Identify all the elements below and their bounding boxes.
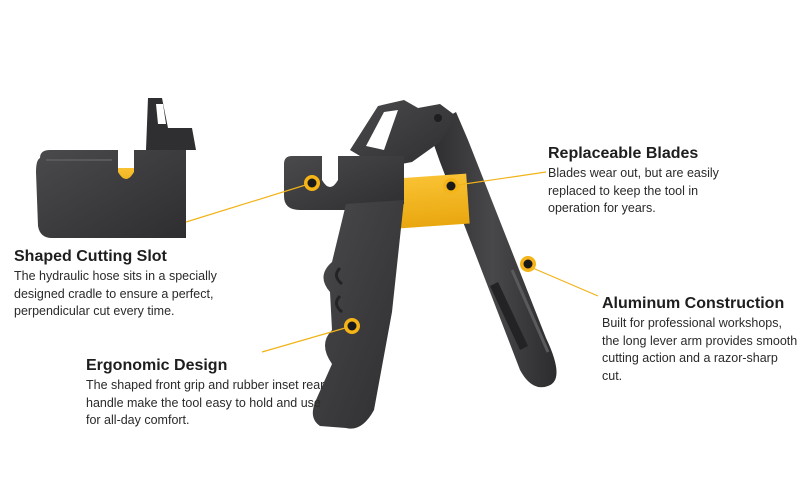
callout-markers: [304, 175, 536, 334]
callout-body: Built for professional workshops, the lo…: [602, 316, 798, 383]
callout-shaped-cutting-slot: Shaped Cutting Slot The hydraulic hose s…: [14, 247, 254, 321]
tool-head: [284, 156, 404, 210]
callout-lines: [185, 171, 599, 353]
callout-marker-icon: [520, 256, 536, 272]
lever-label-plate: [490, 282, 528, 350]
callout-marker-icon: [344, 318, 360, 334]
line-slot: [185, 182, 313, 223]
line-aluminum: [527, 265, 599, 297]
callout-marker-icon: [304, 175, 320, 191]
callout-title: Aluminum Construction: [602, 295, 785, 312]
lever-arm: [428, 112, 557, 388]
closeup-head: [36, 150, 186, 238]
upper-frame: [350, 100, 456, 168]
line-blades: [450, 171, 547, 187]
slot-closeup-illustration: [36, 98, 196, 238]
callout-replaceable-blades: Replaceable Blades Blades wear out, but …: [548, 144, 748, 218]
tool-blade: [396, 173, 470, 229]
callout-body: The shaped front grip and rubber inset r…: [86, 378, 325, 427]
line-ergonomic: [261, 325, 353, 353]
callout-ergonomic-design: Ergonomic Design The shaped front grip a…: [86, 356, 326, 430]
callout-aluminum-construction: Aluminum Construction Built for professi…: [602, 294, 798, 385]
front-grip: [312, 200, 404, 429]
callout-marker-icon: [443, 178, 459, 194]
callout-title: Shaped Cutting Slot: [14, 248, 167, 265]
callout-title: Ergonomic Design: [86, 357, 228, 374]
callout-title: Replaceable Blades: [548, 145, 699, 162]
hose-cutter-tool-illustration: [284, 100, 557, 429]
callout-body: Blades wear out, but are easily replaced…: [548, 166, 719, 215]
callout-body: The hydraulic hose sits in a specially d…: [14, 269, 217, 318]
